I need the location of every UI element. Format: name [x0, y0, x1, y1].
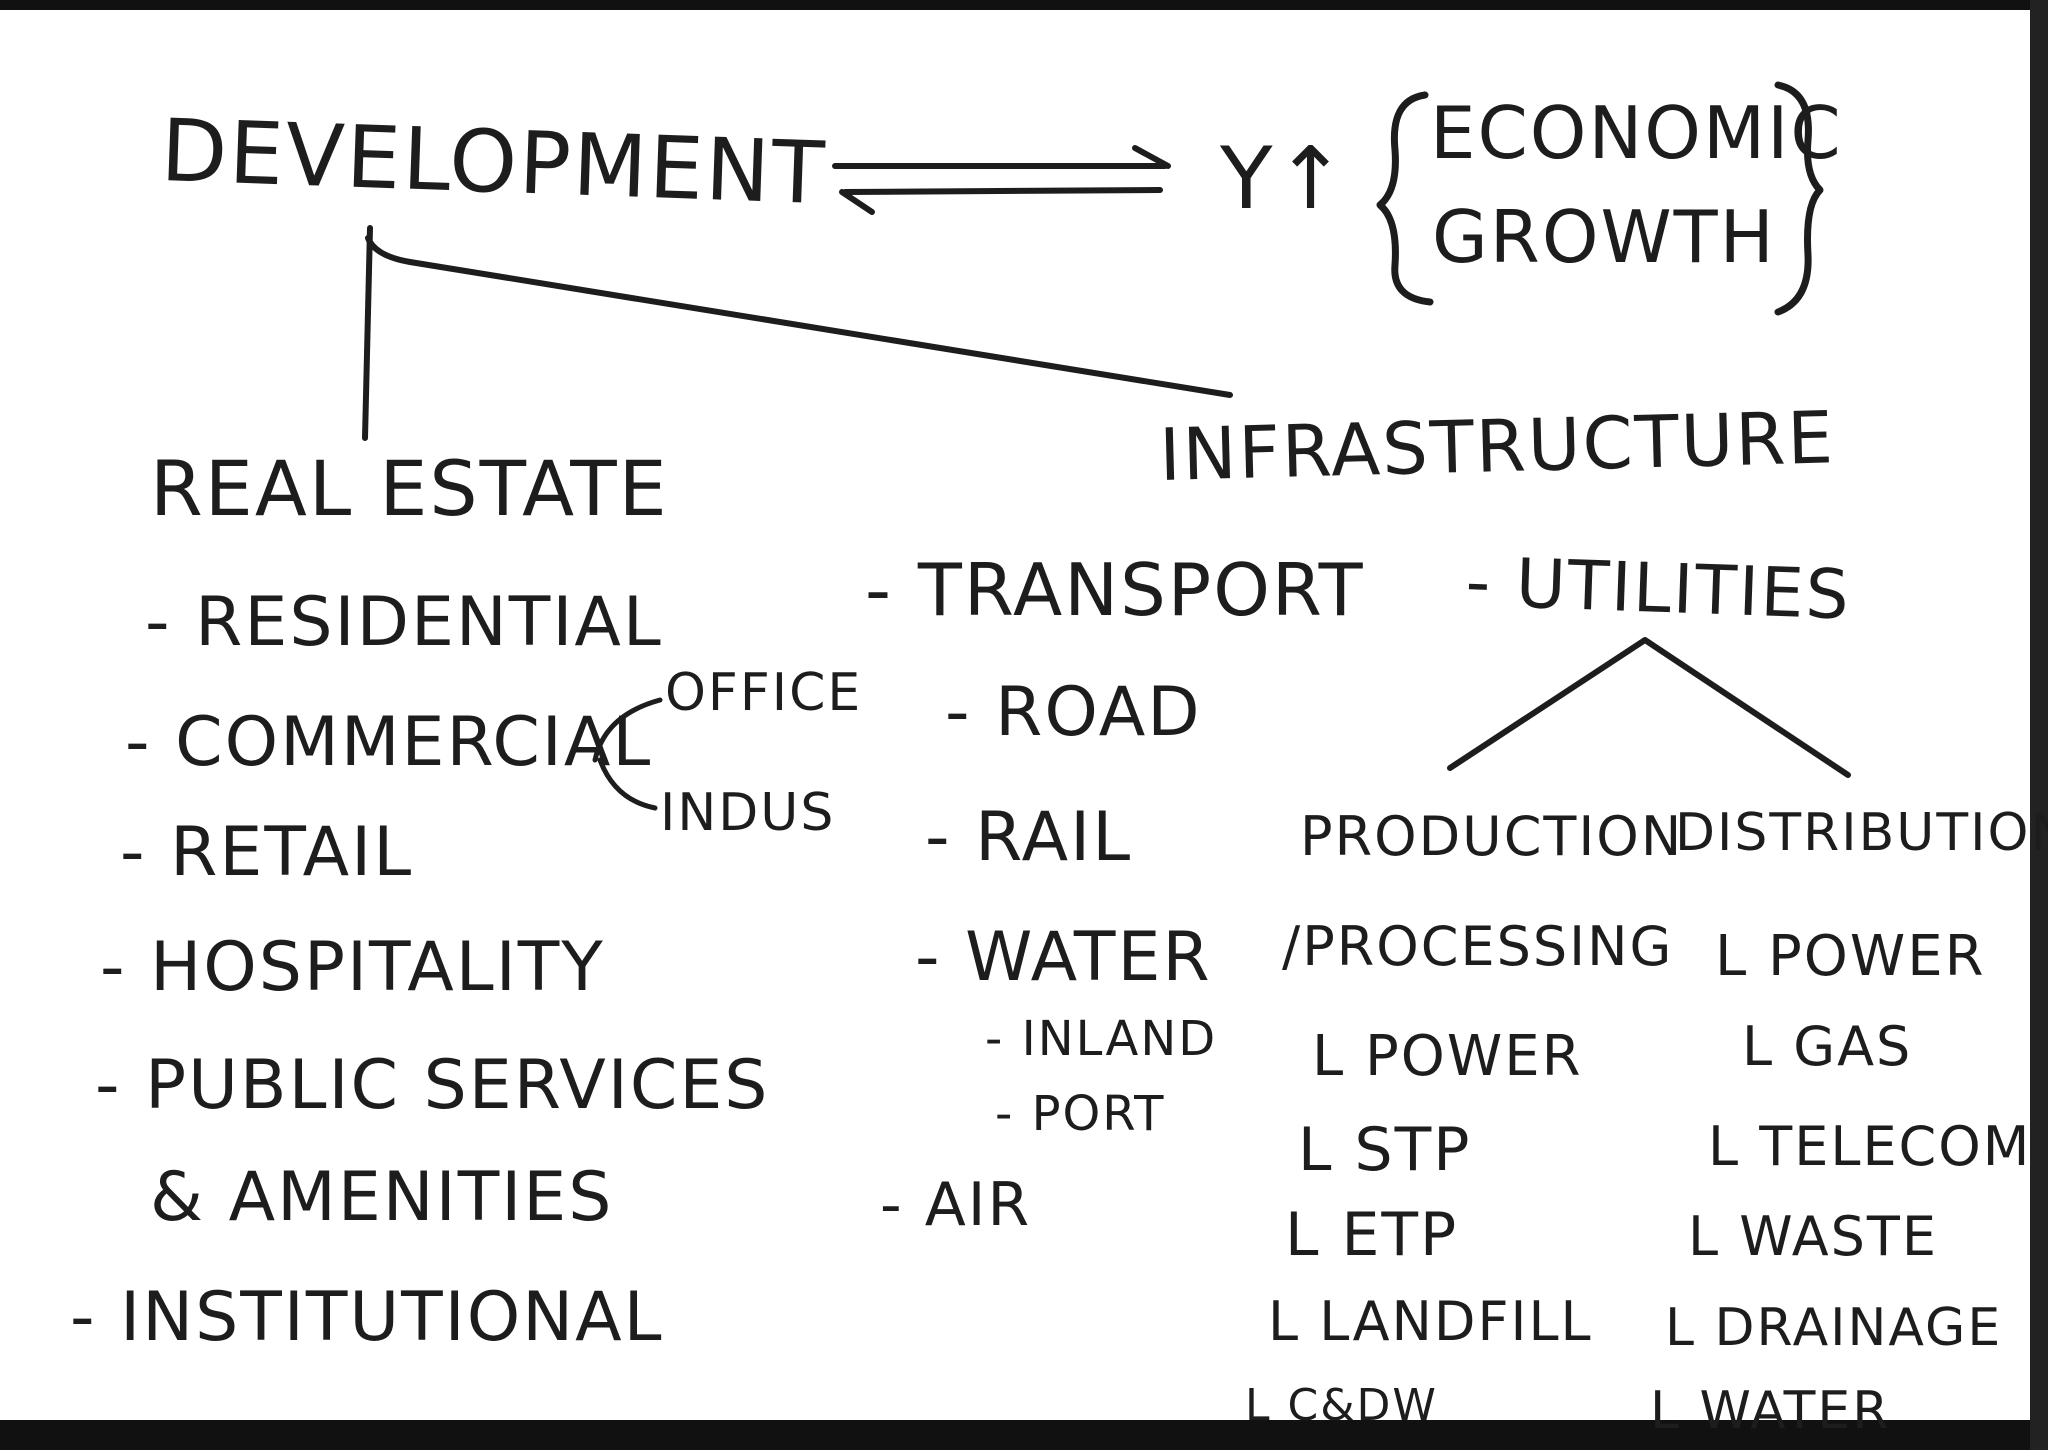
- utilities-split: [1447, 637, 1851, 778]
- real-estate-title: REAL ESTATE: [150, 444, 669, 533]
- utilities-title: - UTILITIES: [1464, 543, 1852, 635]
- distribution-gas: L GAS: [1742, 1015, 1912, 1078]
- branch-real-estate: [362, 225, 373, 441]
- item-hospitality: - HOSPITALITY: [100, 928, 605, 1007]
- economic-label: ECONOMIC: [1430, 91, 1843, 175]
- distribution-telecom: L TELECOM: [1708, 1115, 2031, 1178]
- production-power: L POWER: [1312, 1024, 1583, 1089]
- item-commercial: - COMMERCIAL: [125, 703, 652, 782]
- item-residential: - RESIDENTIAL: [145, 583, 663, 662]
- branch-indus: [597, 757, 658, 811]
- double-arrow-icon: [832, 145, 1171, 215]
- transport-road: - ROAD: [945, 673, 1202, 752]
- production-stp: L STP: [1298, 1115, 1471, 1185]
- production-title-1: PRODUCTION: [1300, 805, 1683, 868]
- water-port: - PORT: [995, 1086, 1165, 1142]
- production-landfill: L LANDFILL: [1268, 1290, 1593, 1353]
- sub-office: OFFICE: [665, 663, 862, 723]
- transport-title: - TRANSPORT: [865, 548, 1365, 632]
- branch-office: [592, 697, 663, 763]
- right-brace-icon: [1774, 81, 1824, 316]
- item-institutional: - INSTITUTIONAL: [70, 1278, 664, 1357]
- production-title-2: /PROCESSING: [1282, 915, 1673, 978]
- item-amenities: & AMENITIES: [150, 1158, 613, 1237]
- distribution-drainage: L DRAINAGE: [1665, 1298, 2002, 1358]
- development-label: DEVELOPMENT: [159, 101, 828, 224]
- income-up-label: Y↑: [1219, 129, 1349, 229]
- transport-water: - WATER: [915, 918, 1212, 997]
- distribution-title: DISTRIBUTION: [1675, 803, 2048, 863]
- growth-label: GROWTH: [1432, 195, 1776, 279]
- infrastructure-title: INFRASTRUCTURE: [1158, 395, 1836, 497]
- distribution-water: L WATER: [1650, 1381, 1890, 1441]
- branch-infrastructure: [365, 235, 1233, 398]
- production-etp: L ETP: [1285, 1200, 1458, 1270]
- right-edge: [2030, 0, 2048, 1450]
- transport-air: - AIR: [880, 1170, 1031, 1240]
- item-public-services: - PUBLIC SERVICES: [95, 1046, 769, 1125]
- left-brace-icon: [1376, 91, 1434, 306]
- production-cdw: L C&DW: [1245, 1380, 1438, 1431]
- item-retail: - RETAIL: [120, 813, 413, 892]
- bottom-edge: [0, 1420, 2048, 1450]
- sub-indus: INDUS: [660, 783, 835, 843]
- distribution-power: L POWER: [1715, 924, 1986, 989]
- transport-rail: - RAIL: [925, 798, 1132, 877]
- distribution-waste: L WASTE: [1688, 1205, 1938, 1268]
- top-edge: [0, 0, 2048, 10]
- water-inland: - INLAND: [985, 1011, 1217, 1067]
